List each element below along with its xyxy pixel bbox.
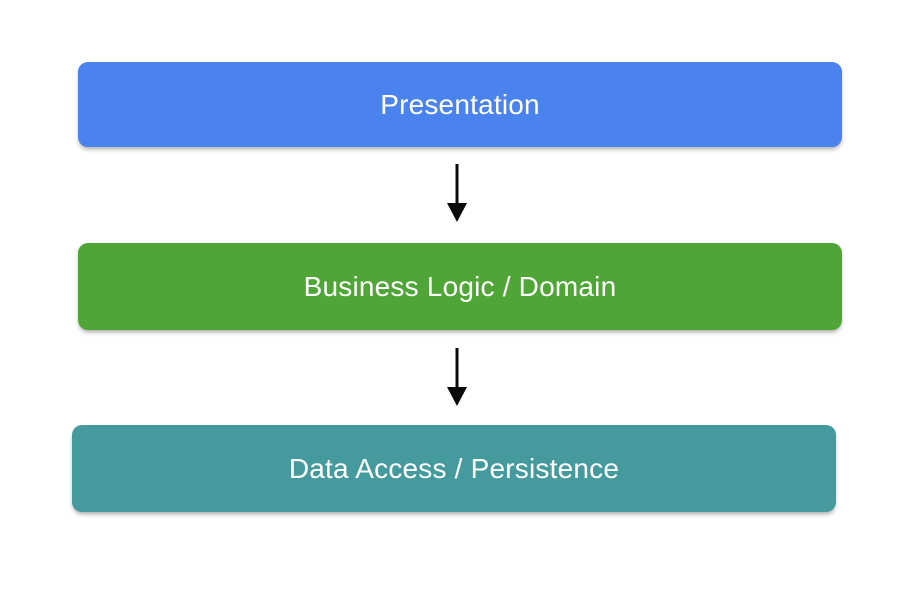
- layer-node-presentation: Presentation: [78, 62, 842, 147]
- layer-node-business-logic: Business Logic / Domain: [78, 243, 842, 330]
- layer-label-data-access: Data Access / Persistence: [288, 452, 620, 484]
- down-arrow-icon: [447, 164, 467, 222]
- layer-node-data-access: Data Access / Persistence: [72, 425, 836, 512]
- down-arrow-icon: [447, 348, 467, 406]
- layer-label-presentation: Presentation: [380, 88, 540, 120]
- layer-label-business-logic: Business Logic / Domain: [303, 270, 617, 302]
